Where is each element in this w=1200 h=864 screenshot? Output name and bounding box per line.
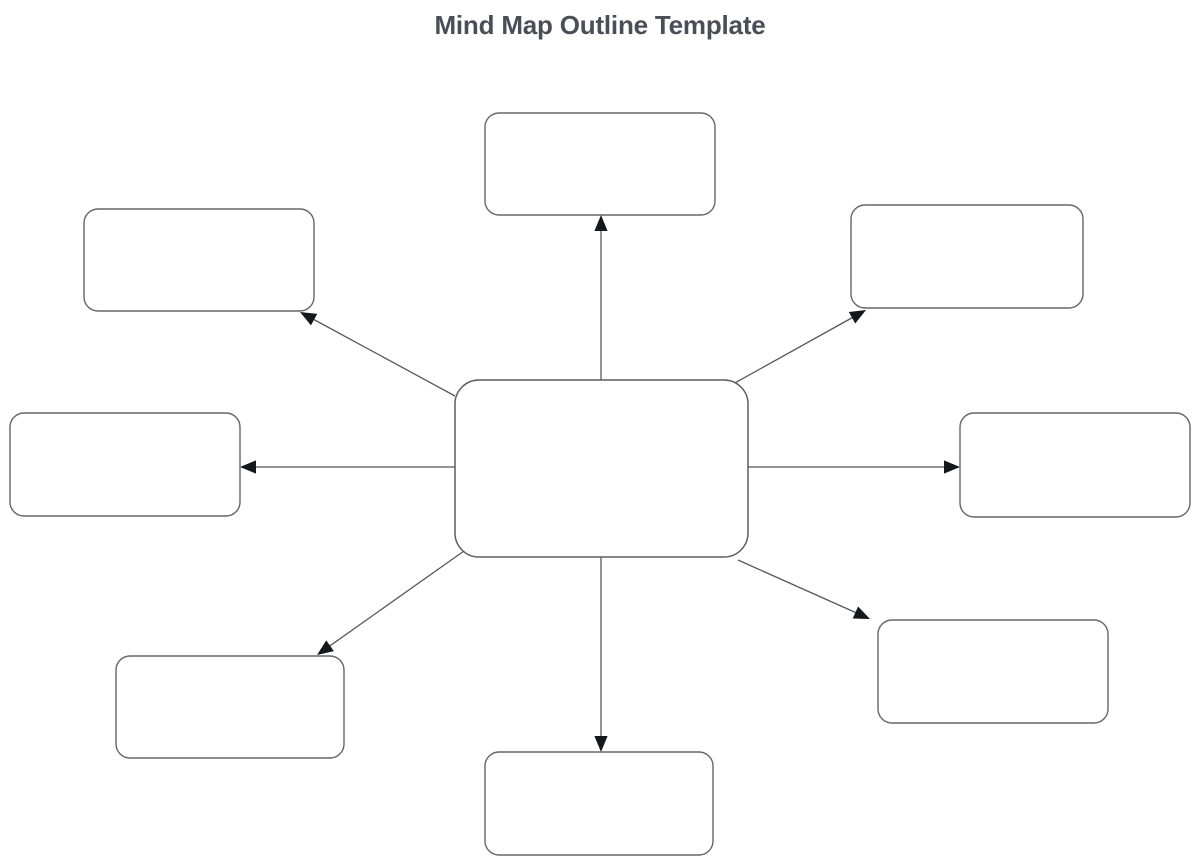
connector-layer	[240, 215, 960, 752]
arrowhead-icon	[594, 736, 608, 752]
node-branch-top[interactable]	[484, 112, 716, 216]
connector-right	[748, 460, 960, 474]
branch-topic-box[interactable]	[484, 112, 716, 216]
connector-bottom-right	[737, 559, 870, 619]
connector-left	[240, 460, 455, 474]
node-branch-right[interactable]	[959, 412, 1191, 518]
connector-top	[594, 215, 608, 380]
central-topic-box[interactable]	[454, 379, 749, 558]
branch-topic-box[interactable]	[850, 204, 1084, 309]
node-branch-left[interactable]	[9, 412, 241, 517]
connector-top-left	[300, 312, 456, 397]
branch-topic-box[interactable]	[9, 412, 241, 517]
node-center[interactable]	[454, 379, 749, 558]
arrowhead-icon	[848, 310, 866, 324]
arrowhead-icon	[944, 460, 960, 474]
node-branch-top-left[interactable]	[83, 208, 315, 312]
connector-line	[311, 317, 456, 397]
branch-topic-box[interactable]	[484, 751, 714, 856]
connector-line	[327, 550, 465, 648]
arrowhead-icon	[852, 606, 870, 619]
connector-bottom	[594, 557, 608, 752]
branch-topic-box[interactable]	[877, 619, 1109, 724]
node-branch-bottom-left[interactable]	[115, 655, 345, 759]
connector-line	[732, 315, 855, 385]
connector-line	[737, 559, 859, 615]
branch-topic-box[interactable]	[83, 208, 315, 312]
arrowhead-icon	[317, 640, 334, 655]
branch-topic-box[interactable]	[959, 412, 1191, 518]
arrowhead-icon	[240, 460, 256, 474]
connector-bottom-left	[317, 550, 465, 655]
connector-top-right	[732, 310, 866, 385]
page-title: Mind Map Outline Template	[434, 10, 766, 40]
node-layer	[9, 112, 1191, 856]
branch-topic-box[interactable]	[115, 655, 345, 759]
arrowhead-icon	[300, 312, 318, 326]
node-branch-bottom-right[interactable]	[877, 619, 1109, 724]
node-branch-bottom[interactable]	[484, 751, 714, 856]
node-branch-top-right[interactable]	[850, 204, 1084, 309]
arrowhead-icon	[594, 215, 608, 231]
